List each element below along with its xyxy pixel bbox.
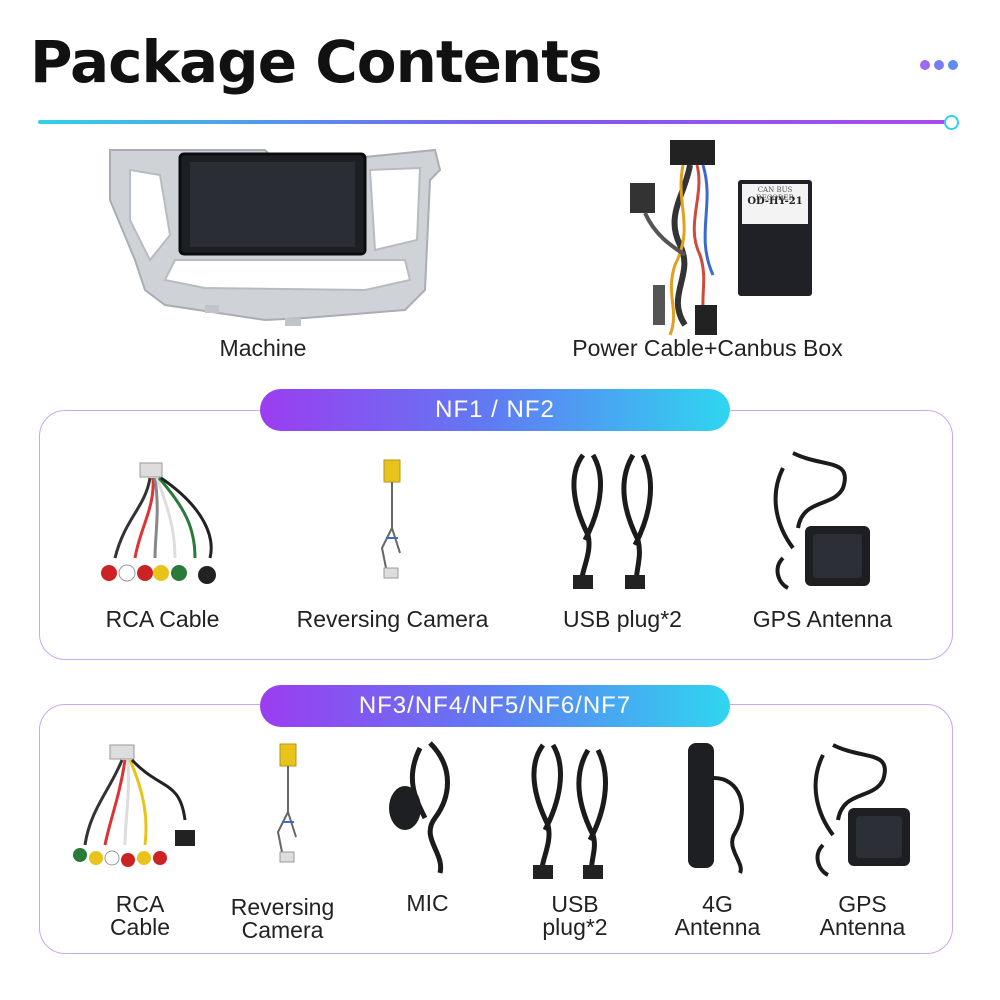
4g-antenna-image <box>688 743 744 874</box>
s2-rca-line1: RCA <box>115 891 165 917</box>
machine-head-unit-image <box>109 148 442 326</box>
s2-gps-antenna-image <box>813 743 910 877</box>
rca-cable-image <box>101 462 216 584</box>
s2-4g-line1: 4G <box>702 891 733 917</box>
s2-4g-antenna-label: 4G Antenna <box>660 893 775 939</box>
s2-gps-antenna-label: GPS Antenna <box>805 893 920 939</box>
s2-rca-line2: Cable <box>109 914 171 940</box>
page-title: Package Contents <box>30 28 603 96</box>
nf3-nf7-tag: NF3/NF4/NF5/NF6/NF7 <box>260 685 730 727</box>
more-dots-icon <box>920 60 958 70</box>
canbus-box-image: CAN BUS DECODER OD-HY-21 <box>738 180 812 296</box>
s2-usb-plug-label: USB plug*2 <box>525 893 625 939</box>
s1-reversing-camera-label: Reversing Camera <box>296 606 489 632</box>
s2-gps-line2: Antenna <box>819 914 906 940</box>
s2-camera-line1: Reversing <box>230 894 335 920</box>
s2-mic-label: MIC <box>385 892 470 915</box>
divider-end-circle <box>944 115 959 130</box>
machine-label: Machine <box>219 335 307 361</box>
gps-antenna-image <box>773 451 870 590</box>
s2-mic-line1: MIC <box>406 890 449 916</box>
mic-image <box>389 741 450 874</box>
power-cable-canbus-label: Power Cable+Canbus Box <box>572 335 843 361</box>
nf1-nf2-tag: NF1 / NF2 <box>260 389 730 431</box>
s2-gps-line1: GPS <box>838 891 887 917</box>
s2-reversing-camera-label: Reversing Camera <box>215 896 350 942</box>
s1-usb-plug-label: USB plug*2 <box>563 606 682 632</box>
s1-gps-antenna-label: GPS Antenna <box>752 606 893 632</box>
reversing-camera-image <box>380 459 401 579</box>
canbus-box-line2: OD-HY-21 <box>747 196 803 207</box>
canbus-box-line1: CAN BUS DECODER <box>756 186 794 202</box>
power-cable-image <box>630 140 717 336</box>
s2-rca-cable-image <box>73 744 195 867</box>
s2-reversing-camera-image <box>276 743 297 863</box>
usb-plug-image <box>571 453 653 589</box>
s2-rca-cable-label: RCA Cable <box>90 893 190 939</box>
s2-camera-line2: Camera <box>241 917 324 943</box>
s2-usb-line2: plug*2 <box>542 914 608 940</box>
s2-4g-line2: Antenna <box>674 914 761 940</box>
s1-rca-cable-label: RCA Cable <box>105 606 220 632</box>
header-divider <box>38 120 946 124</box>
s2-usb-line1: USB <box>551 891 599 917</box>
s2-usb-plug-image <box>531 743 608 879</box>
